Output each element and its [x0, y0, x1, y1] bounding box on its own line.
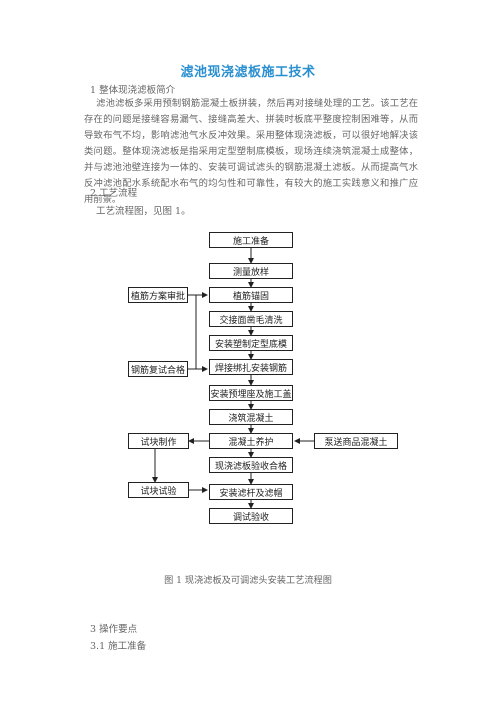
section-3-heading: 3 操作要点 — [90, 624, 138, 635]
flow-step-5: 安装塑制定型底模 — [209, 335, 293, 351]
flow-step-1: 施工准备 — [209, 232, 293, 248]
flow-step-7: 安装预埋座及施工盖 — [209, 385, 293, 401]
flow-step-8: 浇筑混凝土 — [209, 409, 293, 425]
document-title: 滤池现浇滤板施工技术 — [180, 65, 316, 80]
section-1-text: 滤池滤板多采用预制钢筋混凝土板拼装，然后再对接缝处理的工艺。该工艺在存在的问题是… — [84, 98, 418, 205]
section-3-1-heading: 3.1 施工准备 — [90, 641, 147, 652]
section-2-paragraph: 工艺流程图，见图 1。 — [96, 206, 191, 217]
section-1-paragraph: 滤池滤板多采用预制钢筋混凝土板拼装，然后再对接缝处理的工艺。该工艺在存在的问题是… — [84, 96, 418, 208]
flow-side-rebar-retest: 钢筋复试合格 — [128, 361, 188, 377]
flow-step-11: 安装滤杆及滤帽 — [209, 484, 293, 500]
flow-side-rebar-plan: 植筋方案审批 — [128, 287, 188, 303]
flow-side-specimen-test: 试块试验 — [128, 482, 189, 498]
flow-side-concrete-pump: 泵送商品混凝土 — [314, 433, 398, 449]
section-1-heading: 1 整体现浇滤板简介 — [90, 85, 176, 96]
flow-step-2: 测量放样 — [209, 263, 293, 279]
flow-step-6: 焊接绑扎安装钢筋 — [209, 359, 293, 375]
flow-step-10: 现浇滤板验收合格 — [209, 457, 293, 473]
flow-step-3: 植筋锚固 — [209, 287, 293, 303]
flow-step-4: 交接面凿毛清洗 — [209, 311, 293, 327]
flow-side-specimen-make: 试块制作 — [128, 433, 189, 449]
section-2-heading: 2 工艺流程 — [90, 188, 138, 199]
figure-caption: 图 1 现浇滤板及可调滤头安装工艺流程图 — [164, 575, 332, 586]
flow-step-12: 调试验收 — [209, 508, 293, 524]
flow-step-9: 混凝土养护 — [209, 433, 293, 449]
